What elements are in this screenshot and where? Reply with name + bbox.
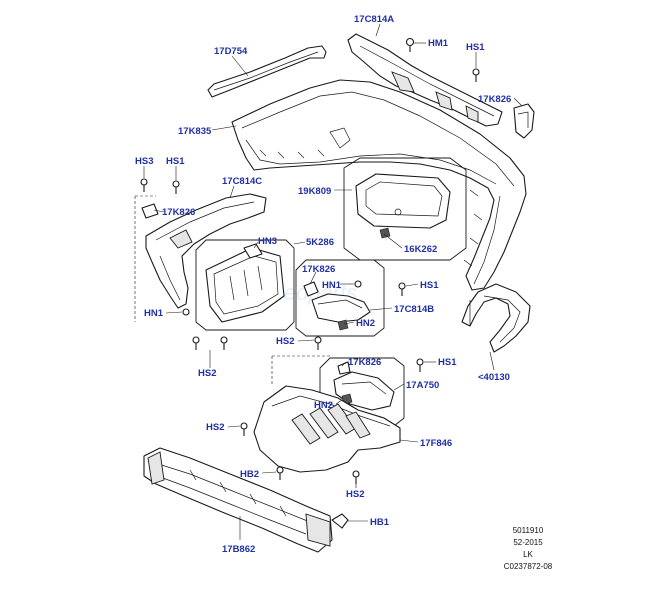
label-HN2-mid: HN2 (356, 318, 375, 329)
label-17D754: 17D754 (214, 46, 248, 57)
fastener-HN1-mid (354, 280, 362, 288)
label-HS2-lower-right: HS2 (346, 489, 364, 500)
label-17C814B: 17C814B (394, 304, 434, 315)
part-17D754-strip (207, 45, 327, 98)
label-17K826-bottom: 17K826 (348, 357, 381, 368)
label-HN1-left: HN1 (144, 308, 164, 319)
fastener-HS1-bottom (416, 358, 424, 372)
label-HN3: HN3 (258, 236, 277, 247)
label-19K809: 19K809 (298, 186, 331, 197)
label-HS1-bottom: HS1 (438, 357, 457, 368)
reference-line-1: 5011910 (513, 526, 544, 535)
fastener-HS1-top (472, 68, 480, 82)
leader-lines (143, 23, 523, 540)
part-17C814B-group (295, 259, 385, 337)
fastener-HS1-mid (398, 282, 406, 296)
part-17F846-undertray (253, 385, 401, 473)
fastener-HB1 (331, 513, 349, 529)
part-40130-bracket (461, 283, 531, 353)
label-17F846: 17F846 (420, 438, 452, 449)
fastener-HS2-lower-left (240, 422, 248, 436)
label-HB2: HB2 (240, 469, 259, 480)
label-17A750: 17A750 (406, 380, 439, 391)
label-HN2-bottom: HN2 (314, 400, 333, 411)
fastener-HS1-left (172, 180, 180, 194)
fastener-HS3 (140, 178, 148, 192)
label-17K826-left: 17K826 (162, 207, 195, 218)
fastener-HM1 (405, 37, 415, 52)
label-HM1: HM1 (428, 38, 449, 49)
label-HS2-lower-left: HS2 (206, 422, 224, 433)
part-5K286-group (195, 239, 295, 331)
reference-line-2: 52-2015 (513, 538, 543, 547)
label-HS2-mid: HS2 (276, 336, 294, 347)
fastener-HS2-left-a (192, 336, 200, 350)
part-17C814A-bracket (347, 33, 503, 127)
label-HS1-mid: HS1 (420, 280, 439, 291)
reference-line-3: LK (523, 550, 533, 559)
label-HB1: HB1 (370, 517, 390, 528)
label-HS3: HS3 (135, 156, 153, 167)
label-40130: <40130 (478, 372, 510, 383)
part-17K826-clip-right (513, 103, 535, 139)
label-16K262: 16K262 (404, 244, 437, 255)
label-17K826-right: 17K826 (478, 94, 511, 105)
label-HS1-top: HS1 (466, 42, 485, 53)
fastener-HN1-left (182, 308, 190, 316)
part-17C814C-bracket (134, 193, 267, 322)
label-17K826-mid: 17K826 (302, 264, 335, 275)
label-17B862: 17B862 (222, 544, 255, 555)
fastener-HS2-mid (314, 336, 322, 350)
label-17C814A: 17C814A (354, 14, 394, 25)
fasteners (140, 37, 480, 529)
label-HN1-mid: HN1 (322, 280, 342, 291)
fastener-HB2 (276, 466, 284, 480)
reference-line-4: C0237872-08 (504, 562, 553, 571)
callout-labels: 17C814A HM1 17D754 HS1 17K826 17K835 HS3… (135, 14, 511, 555)
fastener-HS2-left-b (220, 336, 228, 350)
reference-block: 5011910 52-2015 LK C0237872-08 (504, 526, 553, 571)
label-HS2-left: HS2 (198, 368, 216, 379)
label-HS1-left: HS1 (166, 156, 185, 167)
part-19K809-group (343, 157, 467, 261)
label-17K835: 17K835 (178, 126, 212, 137)
label-17C814C: 17C814C (222, 176, 262, 187)
part-17K835-bumper-cover (231, 79, 527, 291)
label-5K286: 5K286 (306, 237, 334, 248)
part-17B862-beam (143, 447, 333, 553)
